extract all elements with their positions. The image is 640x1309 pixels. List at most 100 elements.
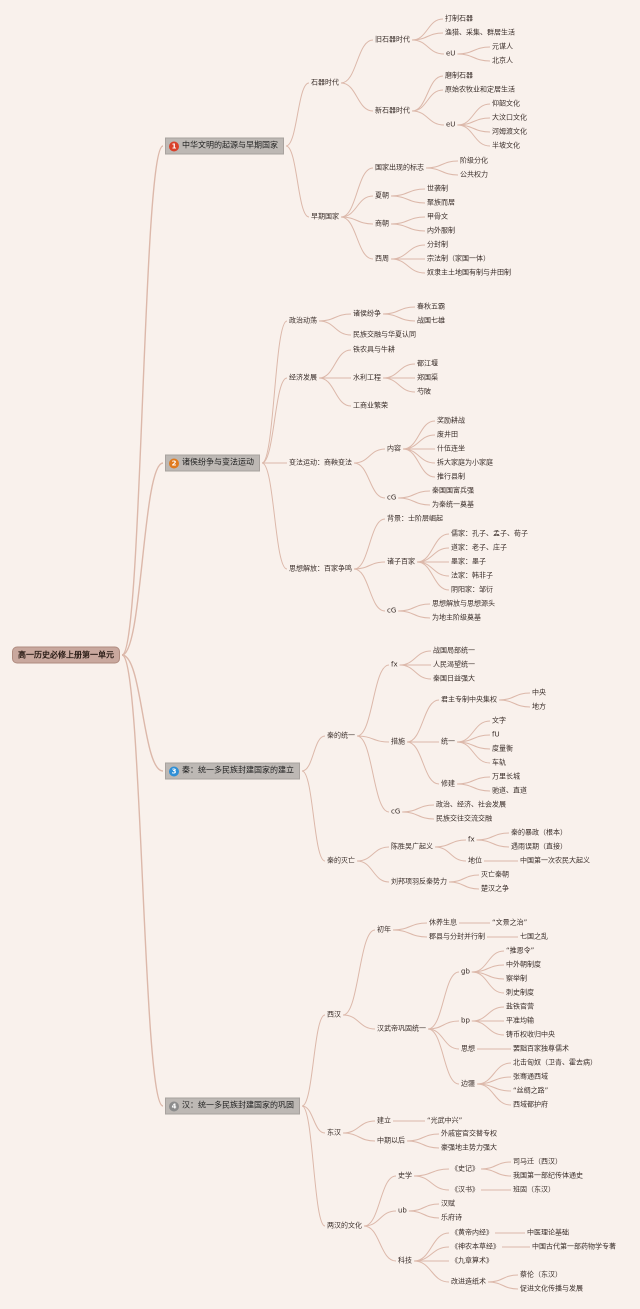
node-uni-2[interactable]: fU [492, 730, 500, 739]
node-xia-2[interactable]: 聚族而居 [427, 198, 455, 207]
node-eff-2[interactable]: 为秦统一奠基 [432, 500, 474, 509]
node-jx[interactable]: 郡县与分封并行制 [429, 932, 485, 941]
node-shang[interactable]: 商朝 [375, 219, 389, 228]
node-culture[interactable]: 两汉的文化 [327, 1221, 362, 1230]
node-jx-1[interactable]: 七国之乱 [520, 932, 548, 941]
node-measures[interactable]: 措施 [391, 737, 405, 746]
node-content[interactable]: 内容 [387, 444, 401, 453]
node-zhou-3[interactable]: 奴隶主土地国有制与井田制 [427, 268, 511, 277]
node-frontier[interactable]: 边疆 [461, 1079, 475, 1088]
node-rcause-2[interactable]: 遇雨误期（直接） [511, 842, 567, 851]
node-unify[interactable]: 秦的统一 [327, 731, 355, 740]
node-sci-1a[interactable]: 中医理论基础 [527, 1228, 569, 1237]
node-eco-3[interactable]: 工商业繁荣 [353, 401, 388, 410]
node-science[interactable]: 科技 [398, 1256, 412, 1265]
node-neo-2[interactable]: 原始农牧业和定居生活 [445, 85, 515, 94]
node-c-4[interactable]: 拆大家庭为小家庭 [437, 458, 493, 467]
node-cond-2[interactable]: 人民渴望统一 [433, 660, 475, 669]
node-sci-3[interactable]: 《九章算术》 [451, 1256, 493, 1265]
node-ueff-1[interactable]: 政治、经济、社会发展 [436, 800, 506, 809]
node-uni-3[interactable]: 度量衡 [492, 744, 513, 753]
node-neo-1[interactable]: 磨制石器 [445, 71, 473, 80]
node-sci-2[interactable]: 《神农本草经》 [451, 1242, 500, 1251]
node-build[interactable]: 修建 [441, 779, 455, 788]
node-front-1[interactable]: 北击匈奴（卫青、霍去病） [513, 1058, 597, 1067]
node-hist-1a[interactable]: 司马迁（西汉） [513, 1157, 562, 1166]
node-hist-2[interactable]: 《汉书》 [451, 1185, 479, 1194]
node-ub[interactable]: ub [398, 1206, 407, 1215]
node-war-2[interactable]: 战国七雄 [417, 316, 445, 325]
node-paleo-eg-2[interactable]: 北京人 [492, 56, 513, 65]
node-reform-effect[interactable]: cG [387, 493, 397, 502]
node-status-1[interactable]: 中国第一次农民大起义 [520, 856, 590, 865]
node-hist-2a[interactable]: 班固（东汉） [513, 1185, 555, 1194]
node-s-5[interactable]: 阴阳家：邹衍 [451, 585, 493, 594]
node-c-1[interactable]: 奖励耕战 [437, 416, 465, 425]
node-reform[interactable]: 变法运动：商鞅变法 [289, 458, 352, 467]
node-mid[interactable]: 中期以后 [377, 1136, 405, 1145]
node-paper-2[interactable]: 促进文化传播与发展 [520, 1284, 583, 1293]
node-autoc-1[interactable]: 中央 [532, 688, 546, 697]
node-front-2[interactable]: 张骞通西域 [513, 1072, 548, 1081]
node-war-1[interactable]: 春秋五霸 [417, 302, 445, 311]
node-front-4[interactable]: 西域都护府 [513, 1100, 548, 1109]
node-rest[interactable]: 休养生息 [429, 918, 457, 927]
node-revolt[interactable]: 陈胜吴广起义 [391, 842, 433, 851]
node-western-han[interactable]: 西汉 [327, 1010, 341, 1019]
node-c-2[interactable]: 废井田 [437, 430, 458, 439]
node-uni-4[interactable]: 车轨 [492, 758, 506, 767]
node-sign-2[interactable]: 公共权力 [460, 170, 488, 179]
node-background[interactable]: 背景：士阶层崛起 [387, 514, 443, 523]
node-bp-2[interactable]: 平准均输 [506, 1016, 534, 1025]
node-idea-1[interactable]: 罢黜百家独尊儒术 [513, 1044, 569, 1053]
node-neo-eg-3[interactable]: 河姆渡文化 [492, 127, 527, 136]
node-eff-1[interactable]: 秦国国富兵强 [432, 486, 474, 495]
node-western-zhou[interactable]: 西周 [375, 254, 389, 263]
node-water-2[interactable]: 郑国渠 [417, 373, 438, 382]
node-zhou-1[interactable]: 分封制 [427, 240, 448, 249]
node-unify-effect[interactable]: cG [391, 807, 401, 816]
node-gb-4[interactable]: 刺史制度 [506, 988, 534, 997]
node-s-3[interactable]: 墨家：墨子 [451, 557, 486, 566]
node-cond-1[interactable]: 战国局部统一 [433, 646, 475, 655]
node-build-1[interactable]: 万里长城 [492, 772, 520, 781]
node-standardize[interactable]: 统一 [441, 737, 455, 746]
node-gb[interactable]: gb [461, 967, 470, 976]
node-t-eff-1[interactable]: 思想解放与思想源头 [432, 599, 495, 608]
node-c-3[interactable]: 什伍连坐 [437, 444, 465, 453]
node-neo-eg-4[interactable]: 半坡文化 [492, 141, 520, 150]
node-c-5[interactable]: 推行县制 [437, 472, 465, 481]
node-paleo-eg[interactable]: eU [446, 49, 456, 58]
node-anti-qin[interactable]: 刘邦项羽反秦势力 [391, 877, 447, 886]
node-han-early[interactable]: 初年 [377, 925, 391, 934]
node-shang-2[interactable]: 内外服制 [427, 226, 455, 235]
node-cond[interactable]: fx [391, 660, 398, 669]
node-early-state[interactable]: 早期国家 [311, 212, 339, 221]
root-node[interactable]: 高一历史必修上册第一单元 [12, 646, 120, 664]
node-gb-3[interactable]: 察举制 [506, 974, 527, 983]
node-autocracy[interactable]: 君主专制中央集权 [441, 695, 497, 704]
node-hist-1b[interactable]: 我国第一部纪传体通史 [513, 1171, 583, 1180]
node-neo-eg-2[interactable]: 大汶口文化 [492, 113, 527, 122]
node-ueff-2[interactable]: 民族交往交流交融 [436, 814, 492, 823]
node-bp-1[interactable]: 盐铁官营 [506, 1002, 534, 1011]
node-pol-2[interactable]: 民族交融与华夏认同 [353, 330, 416, 339]
node-sign-1[interactable]: 阶级分化 [460, 156, 488, 165]
node-neo-eg-1[interactable]: 仰韶文化 [492, 99, 520, 108]
node-state-sign[interactable]: 国家出现的标志 [375, 163, 424, 172]
node-sci-1[interactable]: 《黄帝内经》 [451, 1228, 493, 1237]
node-economy[interactable]: 经济发展 [289, 373, 317, 382]
node-eco-1[interactable]: 铁农具与牛耕 [353, 345, 395, 354]
node-autoc-2[interactable]: 地方 [532, 702, 546, 711]
node-political[interactable]: 政治动荡 [289, 316, 317, 325]
node-war[interactable]: 诸侯纷争 [353, 309, 381, 318]
node-thought[interactable]: 思想解放：百家争鸣 [289, 564, 352, 573]
node-gb-2[interactable]: 中外朝制度 [506, 960, 541, 969]
node-liu-1[interactable]: 灭亡秦朝 [481, 870, 509, 879]
node-wudi[interactable]: 汉武帝巩固统一 [377, 1024, 426, 1033]
node-build-2[interactable]: 驰道、直道 [492, 786, 527, 795]
node-thought-effect[interactable]: cG [387, 606, 397, 615]
